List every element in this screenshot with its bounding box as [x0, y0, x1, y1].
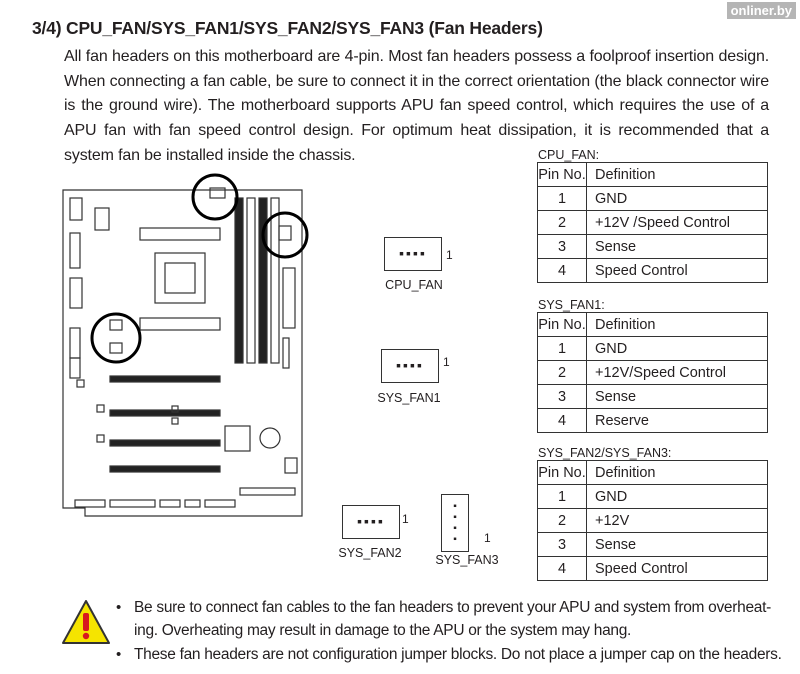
- pin1-label: 1: [446, 248, 453, 262]
- sys-fan3-label: SYS_FAN3: [435, 553, 499, 567]
- definition-cell: +12V/Speed Control: [586, 360, 768, 385]
- definition-cell: +12V /Speed Control: [586, 210, 768, 235]
- pin1-label: 1: [484, 531, 491, 545]
- table-row: 2+12V /Speed Control: [537, 210, 768, 235]
- table-row: 2+12V: [537, 508, 768, 533]
- table-label: CPU_FAN:: [538, 148, 600, 162]
- section-title: 3/4) CPU_FAN/SYS_FAN1/SYS_FAN2/SYS_FAN3 …: [32, 18, 543, 38]
- motherboard-diagram: [62, 173, 309, 517]
- definition-cell: Definition: [586, 162, 768, 187]
- pin-cell: 4: [537, 408, 587, 433]
- bullet: •: [116, 646, 122, 663]
- pin-cell: 4: [537, 556, 587, 581]
- definition-cell: Definition: [586, 312, 768, 337]
- warning-icon: [62, 600, 110, 644]
- bullet: •: [116, 599, 122, 616]
- warning-text-1: Be sure to connect fan cables to the fan…: [134, 599, 771, 616]
- pin-cell: 3: [537, 532, 587, 557]
- cpu-fan-connector: ▪▪▪▪: [384, 237, 442, 271]
- sys-fan2-label: SYS_FAN2: [338, 546, 402, 560]
- sys-fan1-label: SYS_FAN1: [377, 391, 441, 405]
- pin-cell: 3: [537, 384, 587, 409]
- table-row: 2+12V/Speed Control: [537, 360, 768, 385]
- pin-cell: 4: [537, 258, 587, 283]
- pin-cell: Pin No.: [537, 460, 587, 485]
- warning-text-1-cont: ing. Overheating may result in damage to…: [134, 622, 632, 639]
- pin-cell: 2: [537, 360, 587, 385]
- warning-text-2: These fan headers are not configuration …: [134, 646, 782, 663]
- table-header: Pin No.Definition: [537, 162, 768, 187]
- definition-cell: +12V: [586, 508, 768, 533]
- pin-cell: 2: [537, 508, 587, 533]
- watermark: onliner.by: [726, 2, 796, 19]
- sys-fan3-connector: ▪▪▪▪: [441, 494, 469, 552]
- table-header: Pin No.Definition: [537, 312, 768, 337]
- pin-cell: Pin No.: [537, 162, 587, 187]
- table-label: SYS_FAN1:: [538, 298, 605, 312]
- definition-cell: GND: [586, 484, 768, 509]
- sys-fan1-connector: ▪▪▪▪: [381, 349, 439, 383]
- pin-cell: 1: [537, 484, 587, 509]
- pin-cell: 2: [537, 210, 587, 235]
- pin1-label: 1: [402, 512, 409, 526]
- definition-cell: GND: [586, 336, 768, 361]
- table-header: Pin No.Definition: [537, 460, 768, 485]
- definition-cell: Reserve: [586, 408, 768, 433]
- definition-cell: Sense: [586, 234, 768, 259]
- definition-cell: Definition: [586, 460, 768, 485]
- pin-cell: 3: [537, 234, 587, 259]
- pin-cell: 1: [537, 186, 587, 211]
- table-label: SYS_FAN2/SYS_FAN3:: [538, 446, 672, 460]
- definition-cell: GND: [586, 186, 768, 211]
- sys-fan2-connector: ▪▪▪▪: [342, 505, 400, 539]
- definition-cell: Sense: [586, 532, 768, 557]
- definition-cell: Sense: [586, 384, 768, 409]
- definition-cell: Speed Control: [586, 258, 768, 283]
- pin-cell: Pin No.: [537, 312, 587, 337]
- description: All fan headers on this motherboard are …: [64, 48, 769, 164]
- cpu-fan-label: CPU_FAN: [385, 278, 443, 292]
- pin-cell: 1: [537, 336, 587, 361]
- definition-cell: Speed Control: [586, 556, 768, 581]
- pin1-label: 1: [443, 355, 450, 369]
- description-block: All fan headers on this motherboard are …: [64, 45, 769, 169]
